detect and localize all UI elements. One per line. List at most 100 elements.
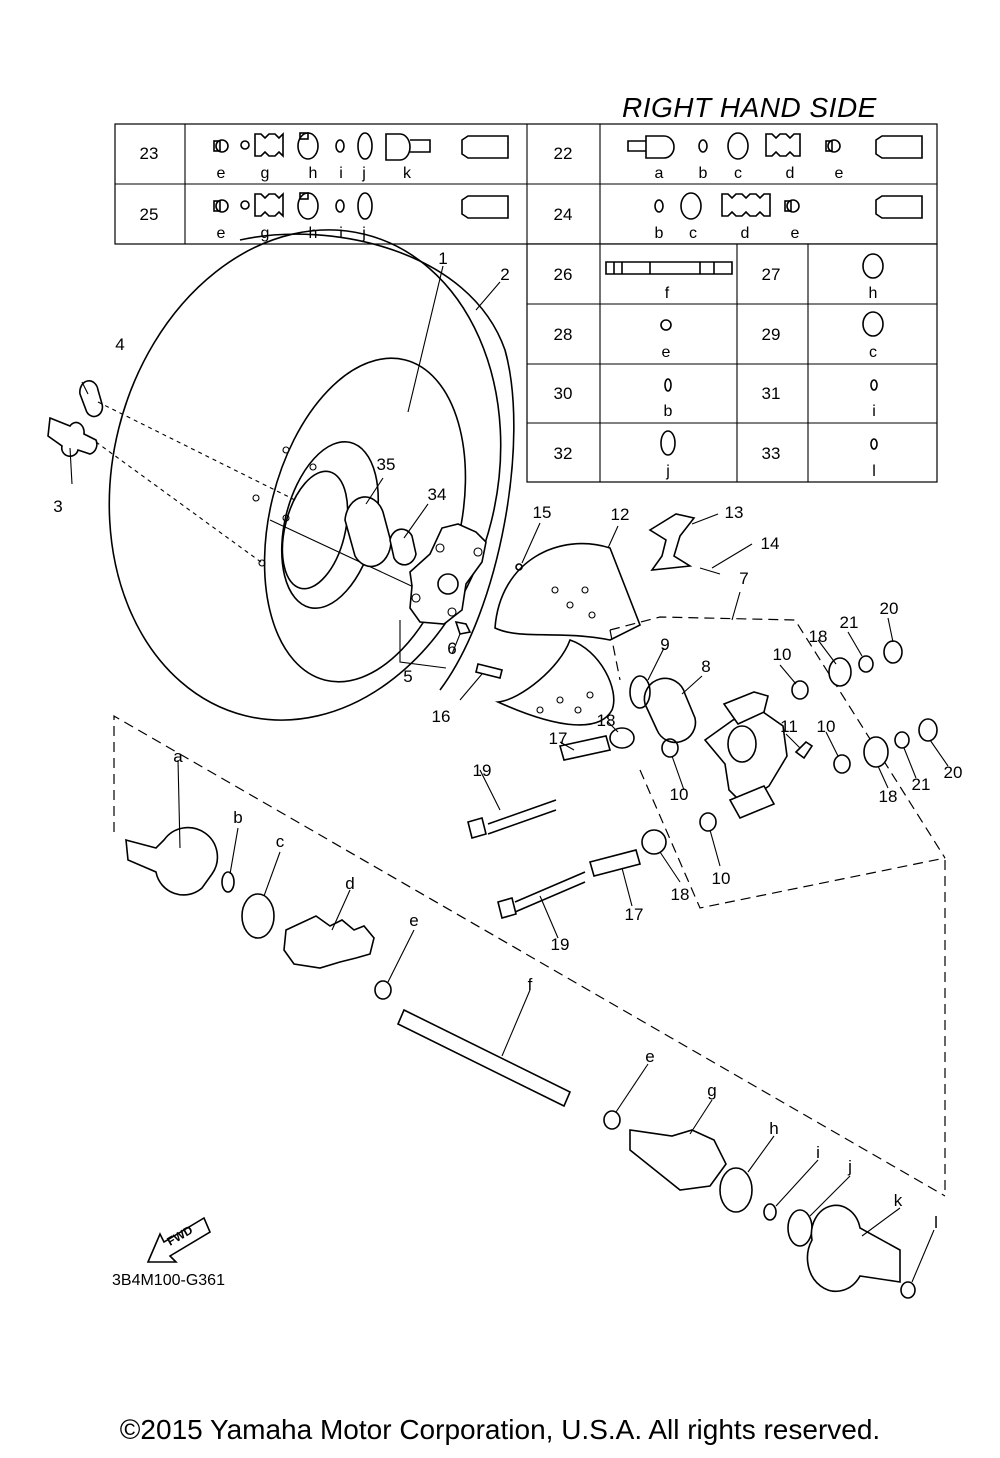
kit-part-letter: e (217, 165, 226, 182)
clamp-e-upper (374, 980, 392, 1000)
clamp-icon (862, 311, 884, 337)
callout-label: 10 (712, 869, 731, 888)
callout-label: 8 (701, 657, 710, 676)
driveshaft (125, 826, 916, 1299)
kit-23-icons (213, 132, 509, 161)
callout-label: 18 (879, 787, 898, 806)
callout-letter: k (894, 1191, 903, 1210)
kit-part-letter: j (665, 463, 670, 480)
kit-part-letter: e (835, 165, 844, 182)
callout-letter: e (645, 1047, 654, 1066)
kit-part-letter: h (309, 165, 318, 182)
kit-part-letter: c (689, 225, 697, 242)
kit-ref-label: 22 (554, 144, 573, 163)
ring-icon (870, 438, 878, 450)
outer-cv-joint-a (125, 826, 219, 896)
kit-part-letter: g (261, 225, 270, 242)
callout-label: 21 (912, 775, 931, 794)
ring-icon (664, 378, 672, 392)
kit-part-letter: a (655, 165, 664, 182)
callout-label: 10 (817, 717, 836, 736)
disc-16 (494, 638, 615, 726)
callout-label: 18 (671, 885, 690, 904)
kit-part-letter: g (261, 165, 270, 182)
callout-label: 20 (944, 763, 963, 782)
callout-letter: b (233, 808, 242, 827)
circlip-j (787, 1209, 813, 1247)
bearing-8 (643, 677, 697, 744)
callout-letter: i (816, 1143, 820, 1162)
callout-label: 19 (473, 761, 492, 780)
clamp-icon (862, 253, 884, 279)
callout-label: 10 (773, 645, 792, 664)
callout-label: 1 (438, 249, 447, 268)
disc-guard-12 (494, 542, 642, 641)
callout-label: 9 (660, 635, 669, 654)
kit-part-letter: c (734, 165, 742, 182)
kit-ref-label: 29 (762, 325, 781, 344)
kit-part-letter: c (869, 344, 877, 361)
kit-ref-label: 26 (554, 265, 573, 284)
kit-part-letter: f (665, 285, 670, 302)
shaft-icon (605, 261, 733, 275)
diagram-code: 3B4M100-G361 (112, 1272, 225, 1289)
kit-ref-label: 32 (554, 444, 573, 463)
callout-label: 14 (761, 534, 780, 553)
kit-ref-label: 30 (554, 384, 573, 403)
kit-table-grid-frame (526, 243, 938, 483)
circlip-9 (629, 675, 651, 709)
ring-b (221, 871, 235, 893)
kit-part-letter: b (699, 165, 708, 182)
brake-bracket (648, 513, 721, 575)
kit-ref-label: 28 (554, 325, 573, 344)
collar-17-upper (558, 735, 612, 761)
callout-label: 2 (500, 265, 509, 284)
bushing-18-upper (828, 657, 852, 687)
callout-letter: h (769, 1119, 778, 1138)
bolt-19-lower (514, 871, 586, 903)
callout-letter: j (847, 1157, 852, 1176)
spacer-34 (389, 528, 417, 566)
tire-outer (108, 229, 502, 721)
callout-label: 10 (670, 785, 689, 804)
boot-g (629, 1129, 727, 1191)
callout-label: 11 (780, 717, 798, 736)
boot-d (283, 915, 375, 969)
callout-letter: c (276, 832, 285, 851)
callout-labels: 1 2 3 4 5 6 7 8 9 10 10 10 10 11 12 13 1… (53, 249, 962, 954)
callout-letter: l (934, 1213, 938, 1232)
clamp-c (241, 893, 275, 939)
leader-lines (69, 265, 949, 1283)
bolts-and-collars (467, 735, 641, 919)
kit-part-letter: d (741, 225, 750, 242)
callout-label: 21 (840, 613, 859, 632)
ring-i (763, 1203, 777, 1221)
inner-cv-joint-k (806, 1204, 901, 1293)
shaft-letter-labels: a b c d e f e g h i j k l (173, 747, 938, 1232)
kit-part-letter: h (869, 285, 878, 302)
callout-label: 17 (549, 729, 568, 748)
callout-letter: e (409, 911, 418, 930)
kit-24-icons (654, 192, 923, 220)
callout-label: 4 (115, 335, 124, 354)
clip-icon (660, 319, 672, 331)
callout-label: 18 (597, 711, 616, 730)
callout-label: 34 (428, 485, 447, 504)
bushing-18-lower (863, 736, 889, 768)
copyright-notice: ©2015 Yamaha Motor Corporation, U.S.A. A… (119, 1414, 881, 1445)
kit-ref-label: 27 (762, 265, 781, 284)
grease-nipple-11 (794, 740, 814, 760)
callout-label: 35 (377, 455, 396, 474)
fwd-arrow-icon: FWD (146, 1216, 212, 1263)
callout-label: 18 (809, 627, 828, 646)
callout-label: 15 (533, 503, 552, 522)
callout-label: 19 (551, 935, 570, 954)
callout-label: 3 (53, 497, 62, 516)
kit-25-icons (213, 192, 509, 220)
kit-22-icons (627, 132, 923, 160)
callout-letter: f (528, 975, 533, 994)
ring-l (900, 1281, 916, 1299)
collar-17-lower (589, 849, 641, 877)
kit-part-letter: e (217, 225, 226, 242)
